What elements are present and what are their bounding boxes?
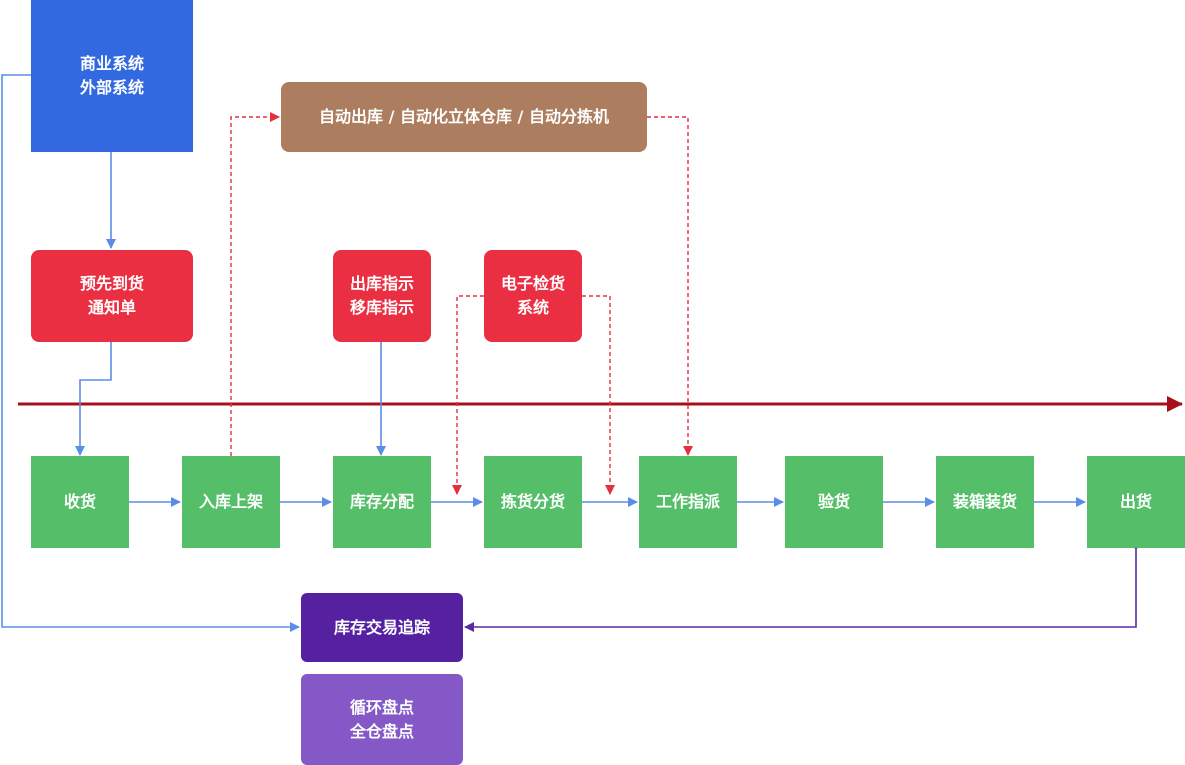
connector-business-to-tracking: [1, 74, 300, 632]
auto-systems-box: 自动出库 / 自动化立体仓库 / 自动分拣机: [281, 82, 647, 152]
connector-shipping-tracking: [464, 541, 1141, 632]
step-receiving: 收货: [31, 456, 129, 548]
step-allocation: 库存分配: [333, 456, 431, 548]
step-label: 收货: [63, 492, 96, 511]
step-inspection: 验货: [785, 456, 883, 548]
step-dispatch: 工作指派: [639, 456, 737, 548]
e-check-line-1: 电子检货: [500, 274, 565, 293]
step-picking: 拣货分货: [484, 456, 582, 548]
step-shipping: 出货: [1087, 456, 1185, 548]
step-label: 库存分配: [349, 492, 414, 511]
business-system-line-1: 商业系统: [79, 54, 144, 73]
cycle-count-line-1: 循环盘点: [349, 697, 414, 717]
inventory-tracking-box: 库存交易追踪: [301, 593, 463, 662]
outbound-instruction-line-2: 移库指示: [349, 298, 414, 317]
step-label: 装箱装货: [952, 492, 1017, 511]
connector-echeck-right: [582, 295, 615, 495]
cycle-count-line-2: 全仓盘点: [349, 721, 414, 741]
asn-box: 预先到货 通知单: [31, 250, 193, 342]
auto-systems-label: 自动出库 / 自动化立体仓库 / 自动分拣机: [319, 107, 609, 126]
outbound-instruction-line-1: 出库指示: [349, 274, 414, 293]
connector-echeck-left: [452, 295, 484, 495]
connector-auto-to-dispatch: [647, 116, 693, 456]
asn-line-2: 通知单: [87, 298, 136, 317]
e-check-line-2: 系统: [516, 298, 549, 317]
step-putaway: 入库上架: [182, 456, 280, 548]
step-label: 验货: [817, 492, 850, 511]
cycle-count-box: 循环盘点 全仓盘点: [301, 674, 463, 765]
e-check-box: 电子检货 系统: [484, 250, 582, 342]
step-label: 入库上架: [198, 492, 263, 511]
business-system-line-2: 外部系统: [79, 78, 144, 97]
inventory-tracking-label: 库存交易追踪: [333, 617, 430, 637]
asn-line-1: 预先到货: [79, 274, 144, 293]
step-label: 出货: [1119, 492, 1152, 511]
connector-putaway-to-auto: [230, 112, 280, 456]
step-label: 工作指派: [655, 492, 720, 511]
step-packing: 装箱装货: [936, 456, 1034, 548]
outbound-instruction-box: 出库指示 移库指示: [333, 250, 431, 342]
business-system-box: 商业系统 外部系统: [31, 0, 193, 152]
step-label: 拣货分货: [500, 492, 565, 511]
connector-asn-to-receiving: [75, 342, 112, 456]
